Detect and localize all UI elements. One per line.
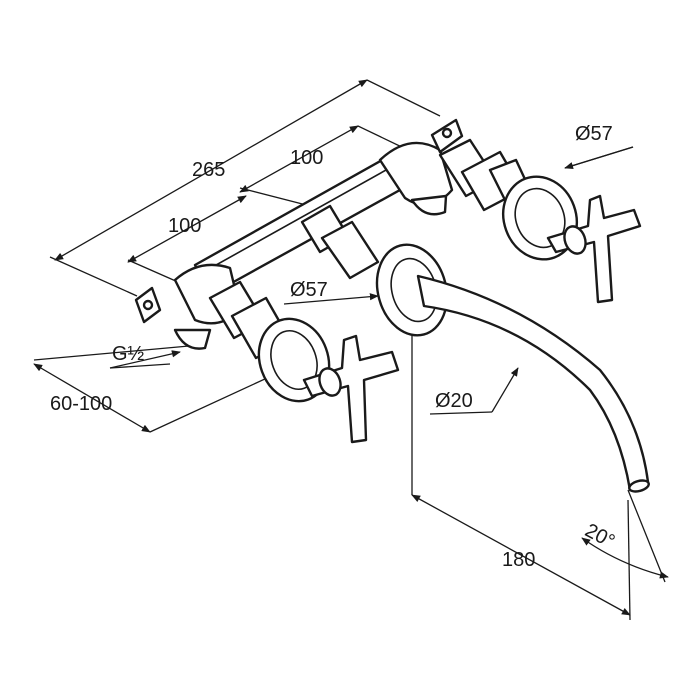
diameter-57-upper-label: Ø57 xyxy=(575,123,613,145)
leader-diameter-20: Ø20 xyxy=(429,367,519,415)
diameter-57-center-label: Ø57 xyxy=(290,279,328,301)
thread-label: G½ xyxy=(112,343,145,365)
mounting-lug-lower xyxy=(134,286,162,324)
leader-thread: G½ xyxy=(109,343,181,369)
dimension-100-lower: 100 xyxy=(127,195,247,283)
dimension-60-100: 60-100 xyxy=(33,344,281,433)
dimension-265: 265 xyxy=(49,79,441,297)
dimension-100-lower-label: 100 xyxy=(168,215,201,237)
dimension-265-label: 265 xyxy=(192,159,225,181)
dimension-20-deg: 20° xyxy=(581,489,669,583)
dimension-180-label: 180 xyxy=(502,549,535,571)
spout xyxy=(416,274,650,493)
cross-handle-lower[interactable] xyxy=(302,334,400,444)
leader-diameter-57-center: Ø57 xyxy=(283,279,379,305)
diameter-20-label: Ø20 xyxy=(435,390,473,412)
rosette-center xyxy=(375,243,449,337)
leader-diameter-57-upper: Ø57 xyxy=(564,123,634,170)
dimension-60-100-label: 60-100 xyxy=(50,393,112,415)
dimension-100-upper-label: 100 xyxy=(290,147,323,169)
dimension-20-deg-label: 20° xyxy=(581,519,618,553)
cross-handle-upper[interactable] xyxy=(546,194,642,304)
mounting-lug-upper xyxy=(430,118,464,154)
concealed-body xyxy=(134,118,464,350)
dimension-100-upper: 100 xyxy=(239,125,409,209)
